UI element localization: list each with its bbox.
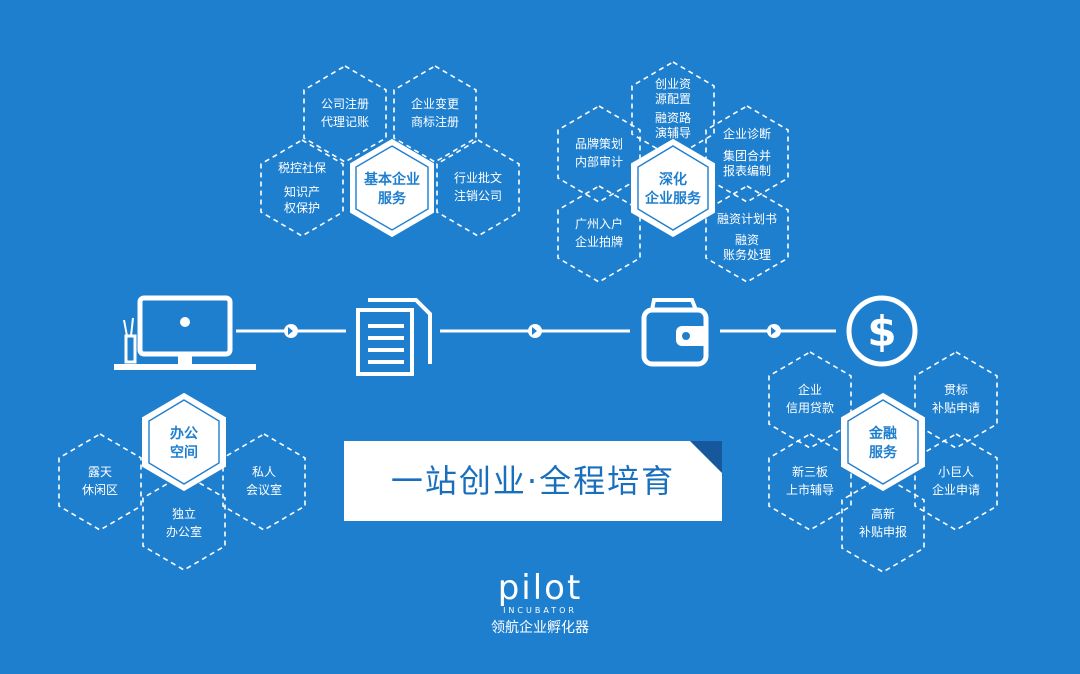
office-center-line1: 办公 bbox=[170, 425, 198, 442]
basic-item-2-line2: 商标注册 bbox=[411, 114, 459, 129]
hex-finance-5 bbox=[841, 475, 925, 573]
deep-item-3-line1: 品牌策划 bbox=[575, 137, 623, 151]
office-center-line2: 空间 bbox=[170, 444, 198, 461]
slogan-fold-corner bbox=[690, 441, 722, 473]
finance-item-4-line1: 小巨人 bbox=[938, 465, 974, 479]
deep-item-6-line2: 融资 bbox=[735, 233, 759, 247]
finance-item-3-line1: 新三板 bbox=[792, 464, 828, 479]
hex-finance-center bbox=[841, 392, 925, 492]
hex-deep-center-inner bbox=[637, 145, 709, 231]
hex-office-1 bbox=[58, 433, 142, 531]
cluster-finance: 企业 信用贷款 贯标 补贴申请 新三板 上市辅导 小巨人 企业申请 高新 补贴申… bbox=[768, 351, 998, 573]
finance-center-line2: 服务 bbox=[869, 444, 898, 461]
hex-finance-3 bbox=[768, 433, 852, 531]
hex-basic-1 bbox=[303, 65, 387, 163]
dollar-icon: $ bbox=[846, 295, 918, 367]
finance-center-line1: 金融 bbox=[868, 425, 897, 442]
finance-item-2-line2: 补贴申请 bbox=[932, 401, 980, 415]
finance-item-1-line1: 企业 bbox=[798, 382, 822, 397]
finance-item-1-line2: 信用贷款 bbox=[786, 401, 834, 415]
deep-item-1-line1: 创业资 bbox=[655, 77, 691, 91]
computer-icon bbox=[114, 295, 256, 370]
hex-finance-4 bbox=[914, 433, 998, 531]
office-item-2-line2: 会议室 bbox=[246, 482, 282, 497]
deep-item-4-line1: 企业诊断 bbox=[723, 126, 771, 141]
office-item-1-line1: 露天 bbox=[88, 465, 112, 479]
deep-item-4-line2: 集团合并 bbox=[723, 148, 771, 163]
deep-item-2-line1: 融资路 bbox=[655, 110, 691, 125]
hex-basic-4 bbox=[436, 139, 520, 237]
flow-arrow-1 bbox=[284, 324, 298, 338]
office-item-2-line1: 私人 bbox=[252, 465, 276, 479]
finance-item-5-line1: 高新 bbox=[871, 506, 895, 521]
basic-item-4-line2: 注销公司 bbox=[454, 188, 502, 203]
basic-item-4-line1: 行业批文 bbox=[454, 170, 502, 185]
logo-subtitle: INCUBATOR bbox=[503, 606, 577, 615]
basic-item-3-line1: 税控社保 bbox=[278, 160, 326, 175]
hex-office-center bbox=[142, 392, 226, 492]
logo-wordmark: pilot bbox=[497, 568, 583, 608]
office-item-3-line1: 独立 bbox=[172, 506, 196, 521]
slogan-banner bbox=[344, 441, 722, 521]
svg-text:$: $ bbox=[867, 307, 896, 356]
hex-office-3 bbox=[142, 473, 226, 571]
cluster-basic: 公司注册 代理记账 企业变更 商标注册 税控社保 知识产 权保护 行业批文 注销… bbox=[260, 65, 520, 238]
hex-deep-4 bbox=[705, 105, 789, 203]
hex-finance-2 bbox=[914, 351, 998, 449]
basic-item-1-line2: 代理记账 bbox=[321, 115, 369, 129]
wallet-icon bbox=[641, 298, 709, 367]
deep-item-1-line2: 源配置 bbox=[655, 92, 691, 106]
deep-item-4-line3: 报表编制 bbox=[723, 163, 771, 178]
flow-arrow-2 bbox=[528, 324, 542, 338]
basic-item-2-line1: 企业变更 bbox=[411, 96, 459, 111]
deep-center-line1: 深化 bbox=[659, 171, 687, 188]
deep-item-6-line1: 融资计划书 bbox=[717, 212, 777, 226]
basic-item-3-line4: 权保护 bbox=[284, 201, 320, 215]
hex-deep-5 bbox=[557, 185, 641, 283]
hex-office-2 bbox=[222, 433, 306, 531]
finance-item-3-line2: 上市辅导 bbox=[786, 482, 834, 497]
hex-finance-center-inner bbox=[847, 399, 919, 485]
deep-item-5-line1: 广州入户 bbox=[575, 216, 623, 231]
slogan-text: 一站创业·全程培育 bbox=[390, 462, 676, 500]
deep-item-2-line2: 演辅导 bbox=[655, 125, 691, 140]
cluster-deep: 创业资 源配置 融资路 演辅导 品牌策划 内部审计 企业诊断 集团合并 报表编制… bbox=[557, 61, 789, 283]
hex-deep-3 bbox=[557, 105, 641, 203]
basic-item-1-line1: 公司注册 bbox=[321, 96, 369, 111]
finance-item-2-line1: 贯标 bbox=[944, 383, 968, 397]
hex-basic-center bbox=[350, 138, 434, 238]
office-item-1-line2: 休闲区 bbox=[82, 483, 118, 497]
hex-basic-3 bbox=[260, 139, 344, 237]
deep-center-line2: 企业服务 bbox=[644, 190, 702, 207]
basic-center-line1: 基本企业 bbox=[364, 171, 420, 188]
deep-item-6-line3: 账务处理 bbox=[723, 247, 771, 262]
hex-basic-center-inner bbox=[355, 145, 429, 231]
pilot-logo: pilot INCUBATOR 领航企业孵化器 bbox=[470, 570, 610, 638]
finance-item-4-line2: 企业申请 bbox=[932, 482, 980, 497]
hex-office-center-inner bbox=[148, 399, 220, 485]
documents-icon bbox=[356, 298, 432, 376]
hex-basic-2 bbox=[393, 65, 477, 163]
flow-row: $ bbox=[114, 295, 918, 376]
office-item-3-line2: 办公室 bbox=[166, 524, 202, 539]
logo-chinese-name: 领航企业孵化器 bbox=[491, 620, 589, 636]
deep-item-3-line2: 内部审计 bbox=[575, 154, 623, 169]
hex-deep-center bbox=[631, 138, 715, 238]
deep-item-5-line2: 企业拍牌 bbox=[575, 234, 623, 249]
finance-item-5-line2: 补贴申报 bbox=[859, 524, 907, 539]
hex-deep-1 bbox=[631, 61, 715, 159]
basic-center-line2: 服务 bbox=[378, 190, 407, 207]
cluster-office: 露天 休闲区 私人 会议室 独立 办公室 办公 空间 bbox=[58, 392, 306, 571]
flow-arrow-3 bbox=[767, 324, 781, 338]
hex-finance-1 bbox=[768, 351, 852, 449]
basic-item-3-line3: 知识产 bbox=[284, 185, 320, 199]
